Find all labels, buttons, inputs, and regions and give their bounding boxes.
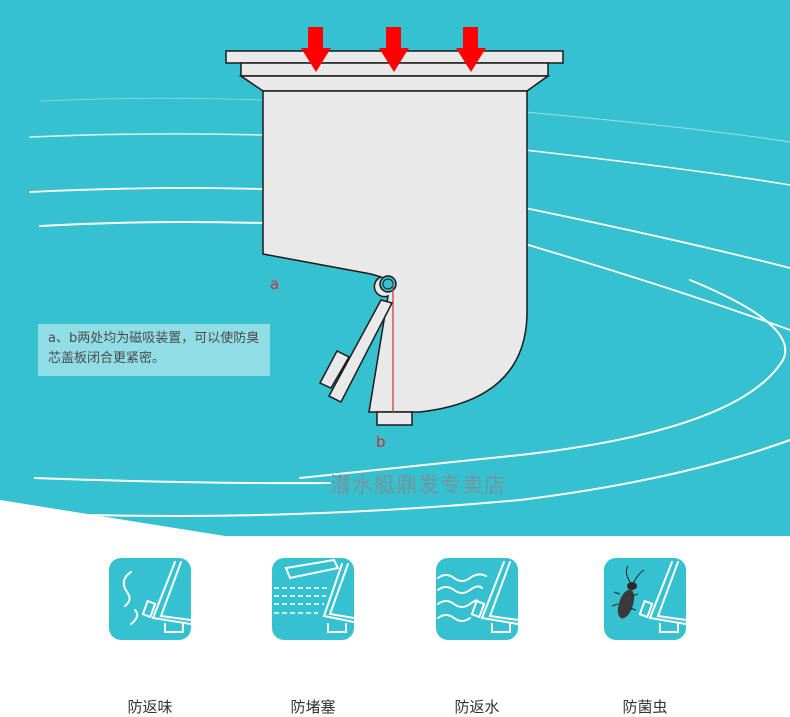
feature-label: 防菌虫 [622,698,668,716]
label-b: b [376,433,386,451]
anti-clog-icon [272,558,355,640]
water-backflow-icon [436,558,519,640]
arrow-down-icon [301,27,331,72]
feature-label: 防返味 [127,698,173,716]
pressure-arrows [301,27,486,72]
arrow-down-icon [379,27,409,72]
odor-icon [109,558,192,640]
feature-anti-odor: 防返味 [95,558,205,717]
insect-icon [604,558,687,640]
feature-label: 防堵塞 [290,698,336,716]
store-watermark: 潜水艇鼎发专卖店 [330,473,506,497]
label-a: a [270,275,280,293]
feature-row: 防返味 防堵塞 [0,540,790,717]
cockroach-icon [611,565,645,619]
feature-label: 防返水 [454,698,500,716]
feature-anti-clog: 防堵塞 [258,558,368,717]
drain-diagram [0,0,790,536]
feature-anti-insect: 防菌虫 [590,558,700,717]
feature-anti-backflow: 防返水 [422,558,532,717]
magnet-block [376,411,413,426]
swoosh-lines [29,97,790,517]
arrow-down-icon [456,27,486,72]
flap-cover [318,299,394,404]
diagram-hero: a b a、b两处均为磁吸装置，可以使防臭芯盖板闭合更紧密。 潜水艇鼎发专卖店 [0,0,790,536]
magnet-note: a、b两处均为磁吸装置，可以使防臭芯盖板闭合更紧密。 [38,324,270,376]
